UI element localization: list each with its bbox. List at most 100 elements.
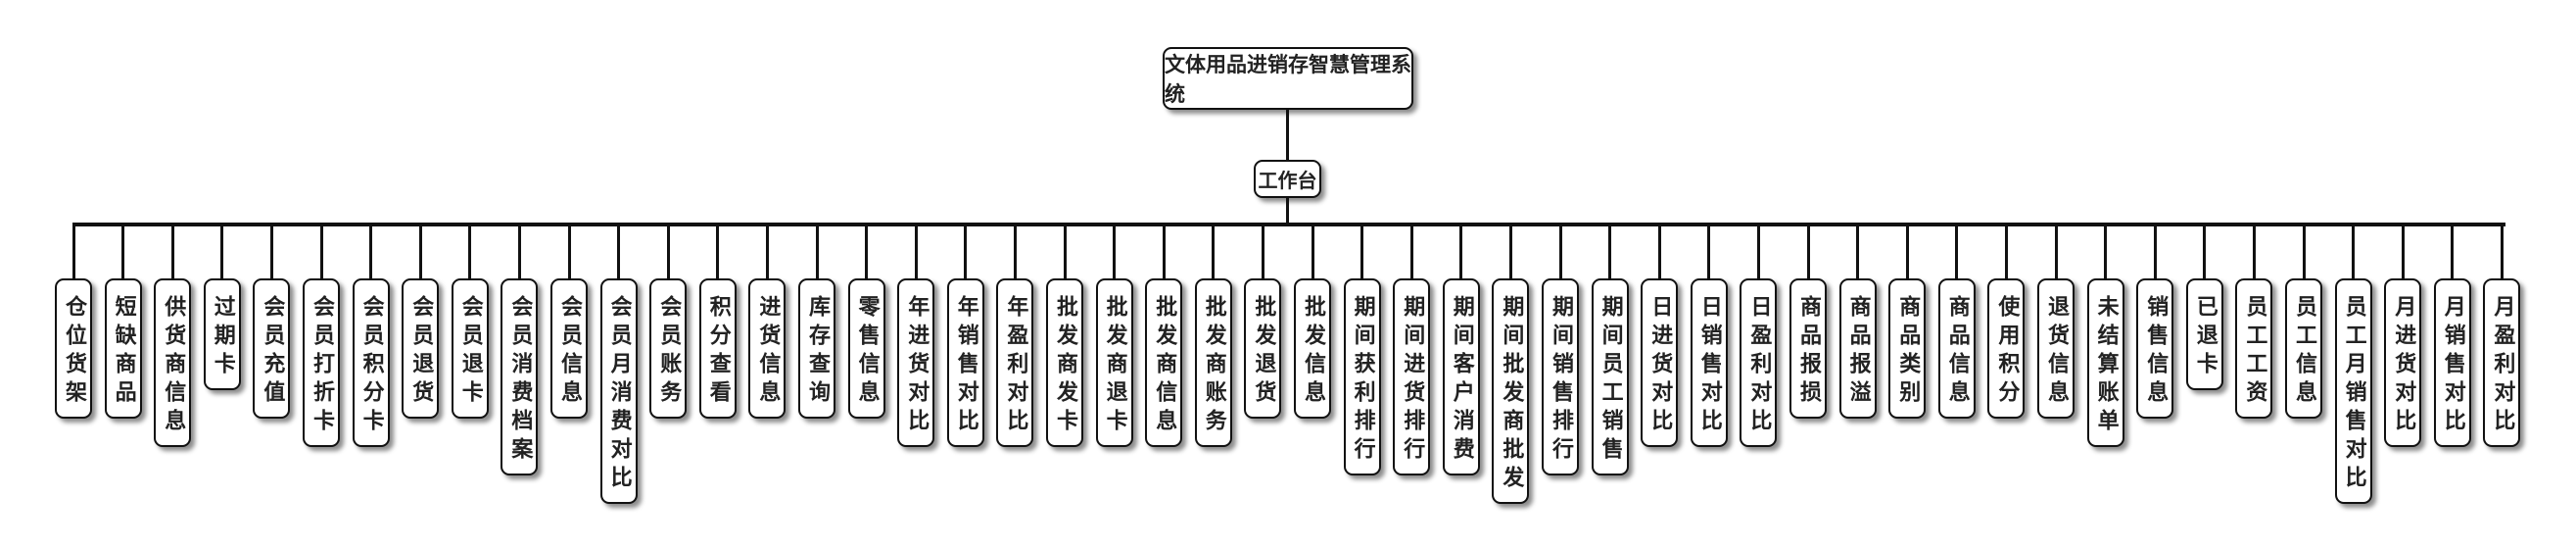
leaf-node[interactable]: 已退卡: [2185, 278, 2223, 390]
leaf-node[interactable]: 批发商账务: [1194, 278, 1232, 447]
root-node[interactable]: 文体用品进销存智慧管理系统: [1163, 47, 1413, 110]
connector-leaf: [1657, 225, 1661, 279]
leaf-label: 期间员工销售: [1598, 295, 1623, 466]
leaf-node[interactable]: 会员充值: [253, 278, 291, 419]
leaf-label: 会员账务: [656, 295, 682, 409]
connector-leaf: [1558, 225, 1562, 279]
leaf-node[interactable]: 会员信息: [550, 278, 588, 419]
leaf-node[interactable]: 会员月消费对比: [599, 278, 638, 504]
leaf-node[interactable]: 会员积分卡: [352, 278, 390, 447]
leaf-node[interactable]: 期间获利排行: [1343, 278, 1381, 475]
leaf-node[interactable]: 会员消费档案: [501, 278, 539, 475]
leaf-node[interactable]: 销售信息: [2136, 278, 2174, 419]
leaf-node[interactable]: 使用积分: [1987, 278, 2026, 419]
leaf-node[interactable]: 短缺商品: [104, 278, 142, 419]
leaf-label: 会员退卡: [457, 295, 483, 409]
leaf-label: 过期卡: [210, 295, 235, 380]
connector-leaf: [617, 225, 621, 279]
connector-leaf: [121, 225, 125, 279]
leaf-node[interactable]: 仓位货架: [55, 278, 92, 419]
leaf-node[interactable]: 期间进货排行: [1393, 278, 1431, 475]
leaf-label: 年进货对比: [904, 295, 930, 437]
leaf-label: 销售信息: [2143, 295, 2169, 409]
leaf-label: 会员退货: [408, 295, 434, 409]
leaf-node[interactable]: 批发商信息: [1145, 278, 1183, 447]
leaf-label: 批发商退卡: [1102, 295, 1127, 437]
connector-leaf: [1955, 225, 1959, 279]
leaf-node[interactable]: 期间客户消费: [1442, 278, 1480, 475]
leaf-node[interactable]: 年进货对比: [897, 278, 935, 447]
connector-leaf: [1806, 225, 1810, 279]
connector-leaf: [2500, 225, 2504, 279]
connector-leaf: [1756, 225, 1760, 279]
leaf-node[interactable]: 月进货对比: [2384, 278, 2422, 447]
workbench-node[interactable]: 工作台: [1254, 160, 1321, 198]
leaf-label: 会员信息: [557, 295, 582, 409]
connector-leaf: [2153, 225, 2157, 279]
leaf-label: 期间获利排行: [1350, 295, 1375, 466]
connector-leaf: [2401, 225, 2405, 279]
leaf-node[interactable]: 会员打折卡: [303, 278, 340, 447]
connector-hub-bar: [1286, 198, 1289, 225]
leaf-node[interactable]: 员工信息: [2285, 278, 2322, 419]
connector-leaf: [1311, 225, 1314, 279]
leaf-node[interactable]: 会员退货: [402, 278, 440, 419]
leaf-node[interactable]: 日进货对比: [1641, 278, 1679, 447]
connector-leaf: [716, 225, 720, 279]
leaf-node[interactable]: 退货信息: [2037, 278, 2075, 419]
leaf-node[interactable]: 期间员工销售: [1591, 278, 1629, 475]
leaf-label: 会员打折卡: [310, 295, 334, 437]
connector-leaf: [517, 225, 521, 279]
leaf-node[interactable]: 员工工资: [2235, 278, 2273, 419]
leaf-label: 批发信息: [1301, 295, 1325, 409]
leaf-node[interactable]: 月盈利对比: [2483, 278, 2521, 447]
leaf-node[interactable]: 员工月销售对比: [2334, 278, 2372, 504]
connector-leaf: [2203, 225, 2207, 279]
connector-bar: [72, 223, 2505, 226]
leaf-node[interactable]: 日销售对比: [1690, 278, 1728, 447]
leaf-label: 日进货对比: [1647, 295, 1673, 437]
leaf-label: 商品报溢: [1845, 295, 1871, 409]
leaf-node[interactable]: 过期卡: [203, 278, 241, 390]
leaf-node[interactable]: 会员账务: [649, 278, 688, 419]
leaf-node[interactable]: 零售信息: [847, 278, 885, 419]
leaf-node[interactable]: 未结算账单: [2086, 278, 2124, 447]
leaf-node[interactable]: 年销售对比: [946, 278, 984, 447]
leaf-node[interactable]: 库存查询: [798, 278, 835, 419]
connector-leaf: [319, 225, 323, 279]
leaf-label: 期间进货排行: [1400, 295, 1425, 466]
leaf-node[interactable]: 年盈利对比: [996, 278, 1034, 447]
connector-leaf: [170, 225, 174, 279]
leaf-node[interactable]: 期间销售排行: [1542, 278, 1579, 475]
leaf-label: 批发商发卡: [1053, 295, 1077, 437]
connector-leaf: [1113, 225, 1117, 279]
connector-leaf: [369, 225, 373, 279]
leaf-node[interactable]: 进货信息: [748, 278, 787, 419]
leaf-node[interactable]: 月销售对比: [2433, 278, 2471, 447]
connector-leaf: [1459, 225, 1463, 279]
connector-leaf: [1063, 225, 1067, 279]
connector-leaf: [72, 225, 75, 279]
leaf-label: 员工信息: [2292, 295, 2316, 409]
connector-leaf: [2451, 225, 2455, 279]
leaf-label: 仓位货架: [62, 295, 86, 409]
leaf-node[interactable]: 商品信息: [1937, 278, 1976, 419]
connector-leaf: [269, 225, 273, 279]
leaf-label: 零售信息: [854, 295, 880, 409]
leaf-node[interactable]: 积分查看: [698, 278, 737, 419]
leaf-node[interactable]: 商品报溢: [1838, 278, 1877, 419]
leaf-node[interactable]: 日盈利对比: [1740, 278, 1778, 447]
leaf-node[interactable]: 批发信息: [1294, 278, 1331, 419]
leaf-node[interactable]: 批发退货: [1244, 278, 1282, 419]
leaf-label: 短缺商品: [111, 295, 136, 409]
leaf-node[interactable]: 期间批发商批发: [1492, 278, 1530, 504]
leaf-node[interactable]: 商品类别: [1888, 278, 1927, 419]
leaf-label: 年盈利对比: [1003, 295, 1028, 437]
connector-leaf: [1856, 225, 1860, 279]
leaf-label: 库存查询: [805, 295, 830, 409]
leaf-node[interactable]: 商品报损: [1789, 278, 1827, 419]
leaf-node[interactable]: 供货商信息: [154, 278, 192, 447]
leaf-node[interactable]: 批发商退卡: [1095, 278, 1133, 447]
leaf-node[interactable]: 批发商发卡: [1046, 278, 1083, 447]
leaf-node[interactable]: 会员退卡: [451, 278, 489, 419]
